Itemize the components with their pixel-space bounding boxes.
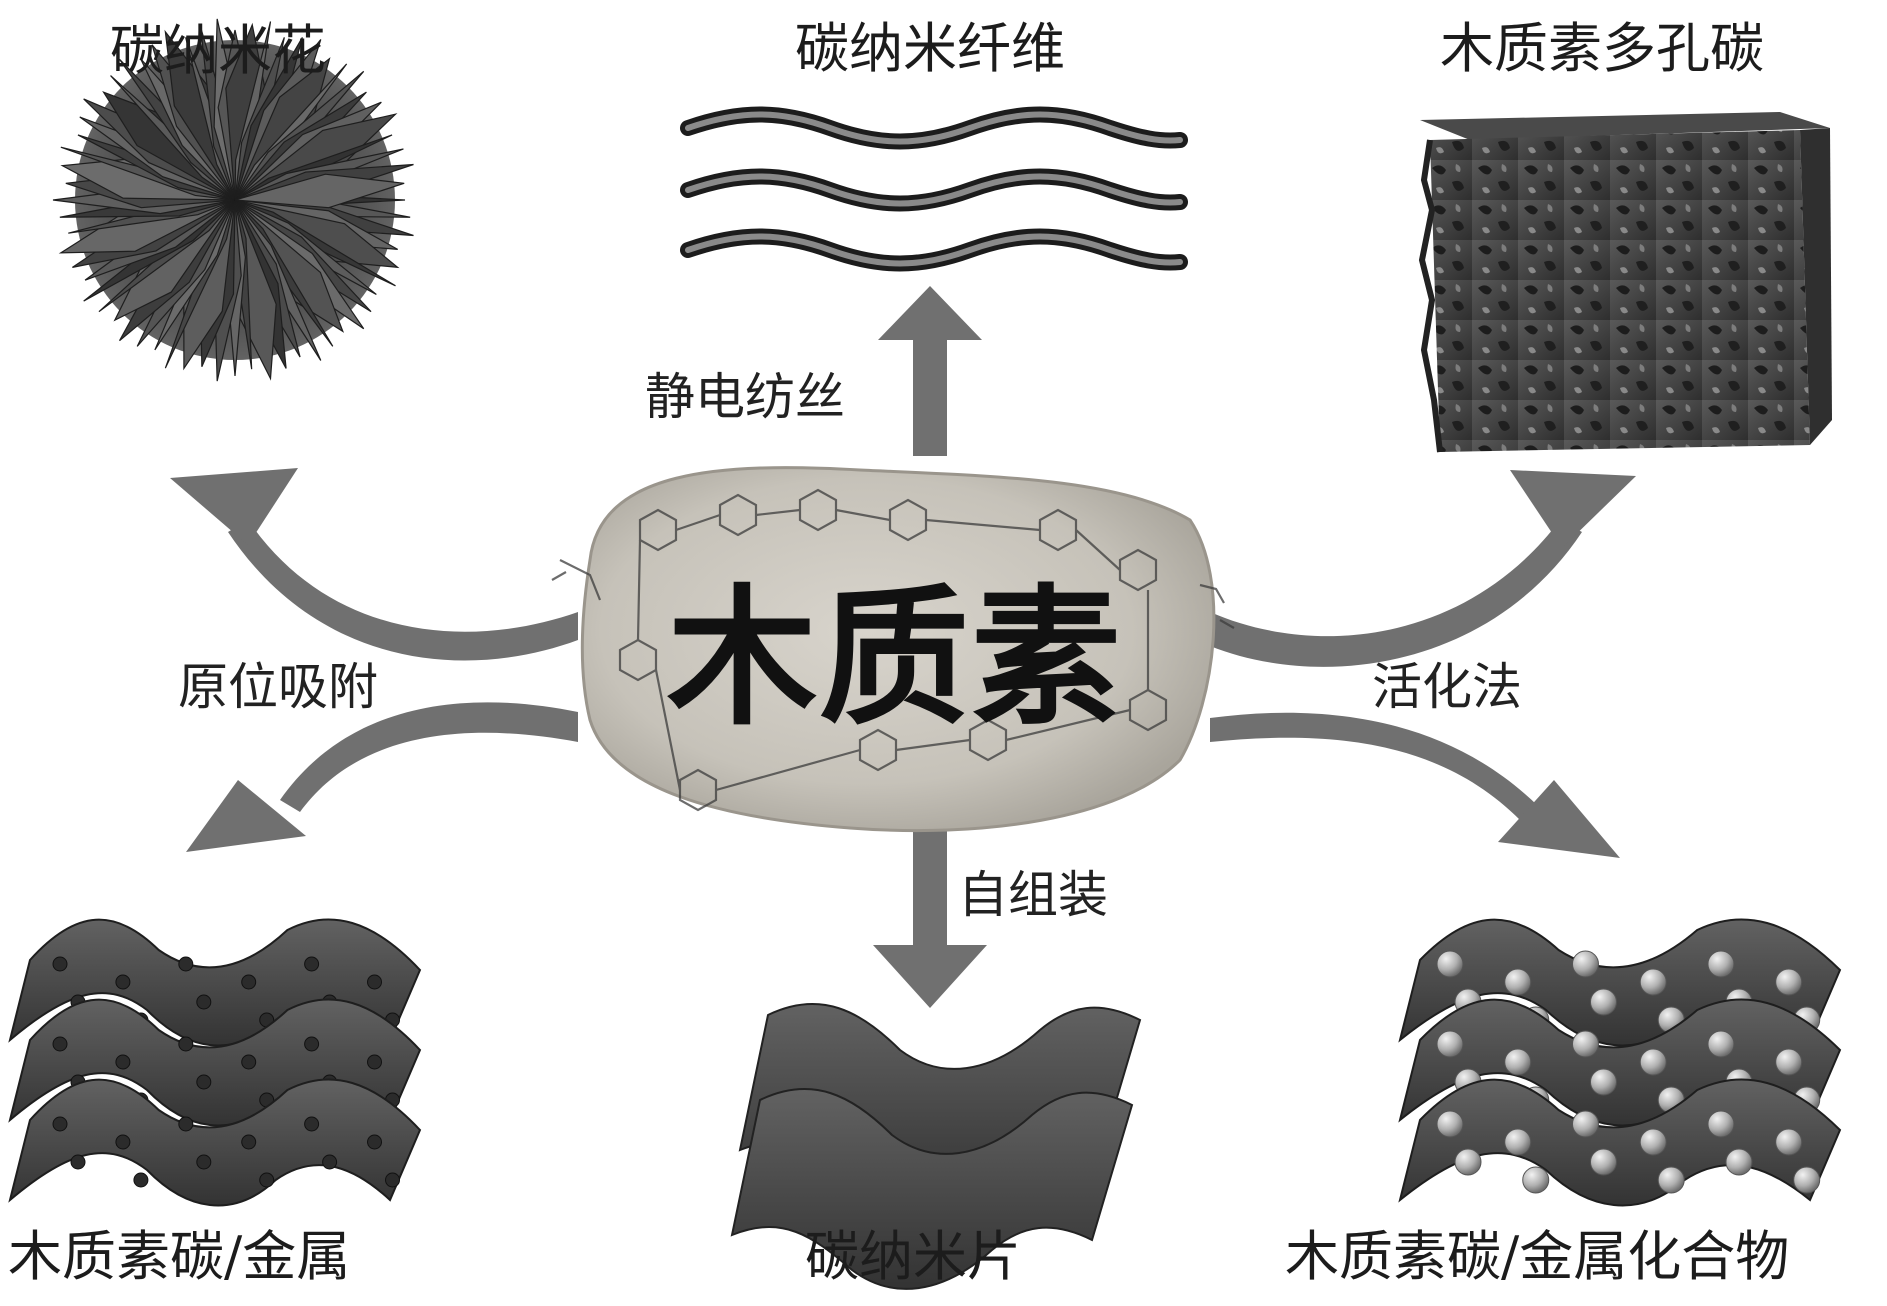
label-carbon-nanofiber: 碳纳米纤维	[795, 17, 1065, 80]
metal-particle	[304, 1036, 320, 1052]
metal-compound-particle	[1504, 968, 1532, 996]
carbon-nanoflower-illustration	[52, 18, 414, 382]
metal-compound-particle	[1793, 1166, 1821, 1194]
metal-compound-particle	[1775, 1128, 1803, 1156]
metal-particle	[52, 1036, 68, 1052]
cube-top-face	[1420, 112, 1830, 140]
metal-compound-particle	[1436, 1110, 1464, 1138]
metal-particle	[196, 994, 212, 1010]
metal-compound-particle	[1504, 1048, 1532, 1076]
metal-compound-particle	[1571, 950, 1599, 978]
nanosheet-layer	[730, 1087, 1134, 1290]
metal-compound-particle	[1707, 950, 1735, 978]
metal-compound-particle	[1589, 1068, 1617, 1096]
metal-particle	[133, 1172, 149, 1188]
arrows	[170, 286, 1636, 1008]
metal-compound-particle	[1707, 1030, 1735, 1058]
nanofiber-strand	[680, 106, 1188, 150]
metal-particle	[52, 956, 68, 972]
carbon-nanosheet-illustration	[730, 1002, 1142, 1290]
label-activation: 活化法	[1372, 658, 1522, 716]
metal-compound-particle	[1522, 1166, 1550, 1194]
metal-particle	[178, 1116, 194, 1132]
metal-compound-particle	[1725, 1148, 1753, 1176]
metal-particle	[115, 1134, 131, 1150]
metal-compound-particle	[1589, 988, 1617, 1016]
label-lignin-porous-carbon: 木质素多孔碳	[1440, 17, 1764, 80]
metal-particle	[241, 1134, 257, 1150]
metal-particle	[115, 1054, 131, 1070]
metal-particle	[178, 1036, 194, 1052]
nanoflower-petal	[234, 173, 405, 209]
lignin-center-blob: 木质素	[551, 466, 1235, 833]
cube-side-face	[1800, 128, 1832, 445]
molecular-structure-overlay	[551, 488, 1235, 812]
metal-compound-particle	[1436, 1030, 1464, 1058]
metal-particle	[304, 956, 320, 972]
metal-particle	[70, 1154, 86, 1170]
metal-compound-particle	[1571, 1030, 1599, 1058]
metal-compound-particle	[1707, 1110, 1735, 1138]
metal-particle	[196, 1154, 212, 1170]
metal-particle	[241, 1054, 257, 1070]
nanofiber-strand	[680, 228, 1188, 272]
metal-particle	[178, 956, 194, 972]
metal-particle	[367, 974, 383, 990]
label-carbon-nanoflower: 碳纳米花	[110, 19, 326, 82]
center-title: 木质素	[667, 570, 1123, 746]
metal-compound-particle	[1436, 950, 1464, 978]
metal-compound-particle	[1657, 1166, 1685, 1194]
label-lignin-carbon-metal: 木质素碳/金属	[8, 1225, 351, 1288]
metal-particle	[304, 1116, 320, 1132]
arrow-up-electrospinning	[878, 286, 982, 456]
cube-front-face	[1430, 130, 1810, 452]
arrow-down-self-assembly	[873, 828, 987, 1008]
metal-particle	[367, 1054, 383, 1070]
metal-compound-particle	[1639, 1128, 1667, 1156]
label-electrospinning: 静电纺丝	[645, 368, 845, 426]
sheet-surface	[8, 1078, 422, 1207]
label-carbon-nanosheet: 碳纳米片	[805, 1225, 1021, 1288]
porous-carbon-cube-illustration	[1418, 112, 1832, 453]
metal-particle	[259, 1172, 275, 1188]
nanofiber-strand	[680, 168, 1188, 212]
metal-particle	[385, 1172, 401, 1188]
carbon-nanofiber-illustration	[680, 106, 1188, 272]
sheet-surface	[1398, 1078, 1842, 1207]
metal-particle	[196, 1074, 212, 1090]
metal-compound-particle	[1571, 1110, 1599, 1138]
metal-compound-particle	[1775, 968, 1803, 996]
sheet-surface	[8, 918, 422, 1047]
composite-sheet-layer	[1398, 1078, 1842, 1207]
label-self-assembly: 自组装	[958, 866, 1108, 924]
carbon-metal-sheets-illustration	[8, 918, 422, 1207]
sheet-surface	[8, 998, 422, 1127]
metal-compound-particle	[1639, 968, 1667, 996]
carbon-metal-compound-sheets-illustration	[1398, 918, 1842, 1207]
metal-compound-particle	[1639, 1048, 1667, 1076]
composite-sheet-layer	[8, 1078, 422, 1207]
metal-compound-particle	[1775, 1048, 1803, 1076]
arrow-down-left-in-situ	[186, 702, 578, 852]
metal-compound-particle	[1504, 1128, 1532, 1156]
metal-particle	[322, 1154, 338, 1170]
arrow-up-left-in-situ	[170, 468, 578, 661]
metal-compound-particle	[1589, 1148, 1617, 1176]
metal-particle	[367, 1134, 383, 1150]
arrow-up-right-activation	[1210, 470, 1636, 667]
metal-compound-particle	[1454, 1148, 1482, 1176]
metal-particle	[52, 1116, 68, 1132]
metal-particle	[115, 974, 131, 990]
arrow-down-right-activation	[1210, 712, 1620, 858]
label-lignin-carbon-metal-compound: 木质素碳/金属化合物	[1285, 1225, 1790, 1288]
label-in-situ-adsorption: 原位吸附	[178, 658, 378, 716]
metal-particle	[241, 974, 257, 990]
